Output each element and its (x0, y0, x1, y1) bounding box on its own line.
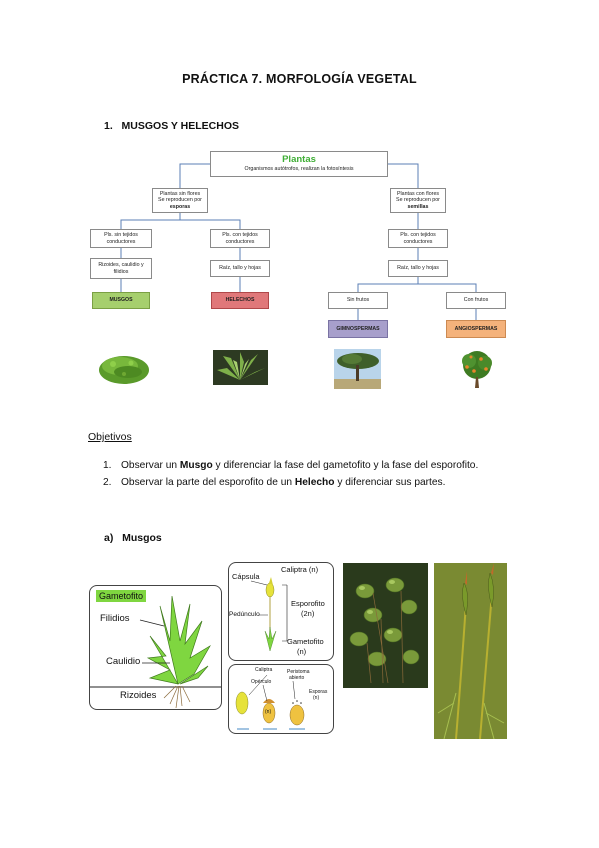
node-con-flores: Plantas con flores Se reproducen por sem… (390, 188, 446, 213)
node-con-flores-bold: semillas (407, 203, 429, 210)
list-item-bold: Musgo (179, 460, 213, 471)
gametofito-ploidy: (n) (297, 647, 307, 656)
section-number: 1. (104, 120, 113, 132)
list-item: 1. Observar un Musgo y diferenciar la fa… (103, 457, 563, 474)
node-con-tejidos-2: Pls. con tejidos conductores (388, 229, 448, 248)
moss-photo (99, 356, 149, 384)
page-title: PRÁCTICA 7. MORFOLOGÍA VEGETAL (182, 72, 417, 86)
node-plantas-subtitle: Organismos autótrofos, realizan la fotos… (244, 165, 354, 172)
section-heading: 1. MUSGOS Y HELECHOS (104, 120, 239, 132)
capsule-ploidy: (n) (265, 709, 272, 715)
list-item-text: y diferenciar la fase del gametofito y l… (212, 460, 479, 471)
connector-con-tejidos-1 (180, 219, 241, 229)
capsula-label: Cápsula (232, 572, 260, 581)
esporofito-illustration (250, 577, 288, 652)
orange-tree-photo (462, 351, 492, 388)
gametofito-diagram: Gametofito Filidios Caulidio Rizoides (89, 585, 222, 710)
connector-sin-frutos (357, 277, 419, 292)
caliptra-label: Caliptra (n) (281, 565, 319, 574)
objetivos-list: 1. Observar un Musgo y diferenciar la fa… (103, 457, 563, 491)
peristoma-abierto-label: abierto (289, 675, 305, 681)
peristoma-label: Peristoma (287, 669, 310, 675)
gametofito-label: Gametofito (96, 590, 147, 602)
capsule-diagram: Caliptra Opérculo Peristoma abierto Espo… (228, 664, 334, 734)
node-sin-flores: Plantas sin flores Se reproducen por esp… (152, 188, 208, 213)
node-rizoides: Rizoides, caulidio y filidios (90, 258, 152, 279)
connector-con-flores (388, 163, 419, 188)
gametofito-small-label: Gametofito (287, 637, 324, 646)
section-title: MUSGOS Y HELECHOS (121, 120, 239, 132)
list-item-text: y diferenciar sus partes. (334, 477, 446, 488)
node-con-flores-line2: Se reproducen por (396, 197, 440, 204)
list-item-number: 1. (103, 460, 112, 471)
group-gimnospermas: GIMNOSPERMAS (328, 320, 388, 338)
node-plantas-title: Plantas (282, 154, 316, 166)
moss-capsules-photo (343, 563, 428, 688)
tree-connectors (120, 163, 477, 320)
esporofito-ploidy: (2n) (301, 609, 315, 618)
subsection-label: a) (104, 532, 114, 544)
rizoides-label: Rizoides (120, 690, 157, 701)
list-item-text: Observar un (121, 460, 180, 471)
node-raiz-1: Raíz, tallo y hojas (210, 260, 270, 277)
node-sin-flores-line1: Plantas sin flores (159, 190, 201, 197)
operculo-label: Opérculo (251, 679, 272, 685)
node-sin-frutos: Sin frutos (328, 292, 388, 309)
list-item-number: 2. (103, 477, 112, 488)
objetivos-heading: Objetivos (88, 431, 132, 443)
node-plantas: Plantas Organismos autótrofos, realizan … (210, 151, 388, 177)
caulidio-label: Caulidio (106, 656, 141, 667)
connector-con-frutos (418, 283, 477, 292)
capsule-caliptra-label: Caliptra (255, 667, 273, 673)
node-con-flores-line1: Plantas con flores (396, 190, 440, 197)
capsule-illustration (235, 674, 305, 730)
esporofito-label: Esporofito (291, 599, 325, 608)
node-con-frutos: Con frutos (446, 292, 506, 309)
node-sin-flores-line2: Se reproducen por (158, 197, 202, 204)
connector-sin-flores (179, 163, 210, 188)
node-sin-flores-bold: esporas (169, 203, 191, 210)
esporas-ploidy: (n) (313, 695, 320, 701)
esporas-label: Esporas (309, 689, 328, 695)
group-angiospermas: ANGIOSPERMAS (446, 320, 506, 338)
fern-photo (213, 350, 268, 385)
list-item: 2. Observar la parte del esporofito de u… (103, 474, 563, 491)
node-con-tejidos-1: Pls. con tejidos conductores (210, 229, 270, 248)
node-sin-tejidos: Pls. sin tejidos conductores (90, 229, 152, 248)
list-item-text: Observar la parte del esporofito de un (121, 477, 295, 488)
pine-tree-photo (334, 349, 381, 389)
moss-sporophyte-photo (434, 563, 507, 739)
group-musgos: MUSGOS (92, 292, 150, 309)
list-item-bold: Helecho (294, 477, 335, 488)
group-helechos: HELECHOS (211, 292, 269, 309)
pedunculo-label: Pedúnculo (229, 611, 260, 618)
node-raiz-2: Raíz, tallo y hojas (388, 260, 448, 277)
subsection-heading: a) Musgos (104, 532, 162, 544)
esporofito-diagram: Cápsula Caliptra (n) Pedúnculo Esporofit… (228, 562, 334, 661)
gametofito-illustration (90, 595, 221, 709)
subsection-title: Musgos (122, 532, 162, 544)
connector-sin-tejidos (120, 213, 181, 229)
filidios-label: Filidios (100, 613, 130, 624)
